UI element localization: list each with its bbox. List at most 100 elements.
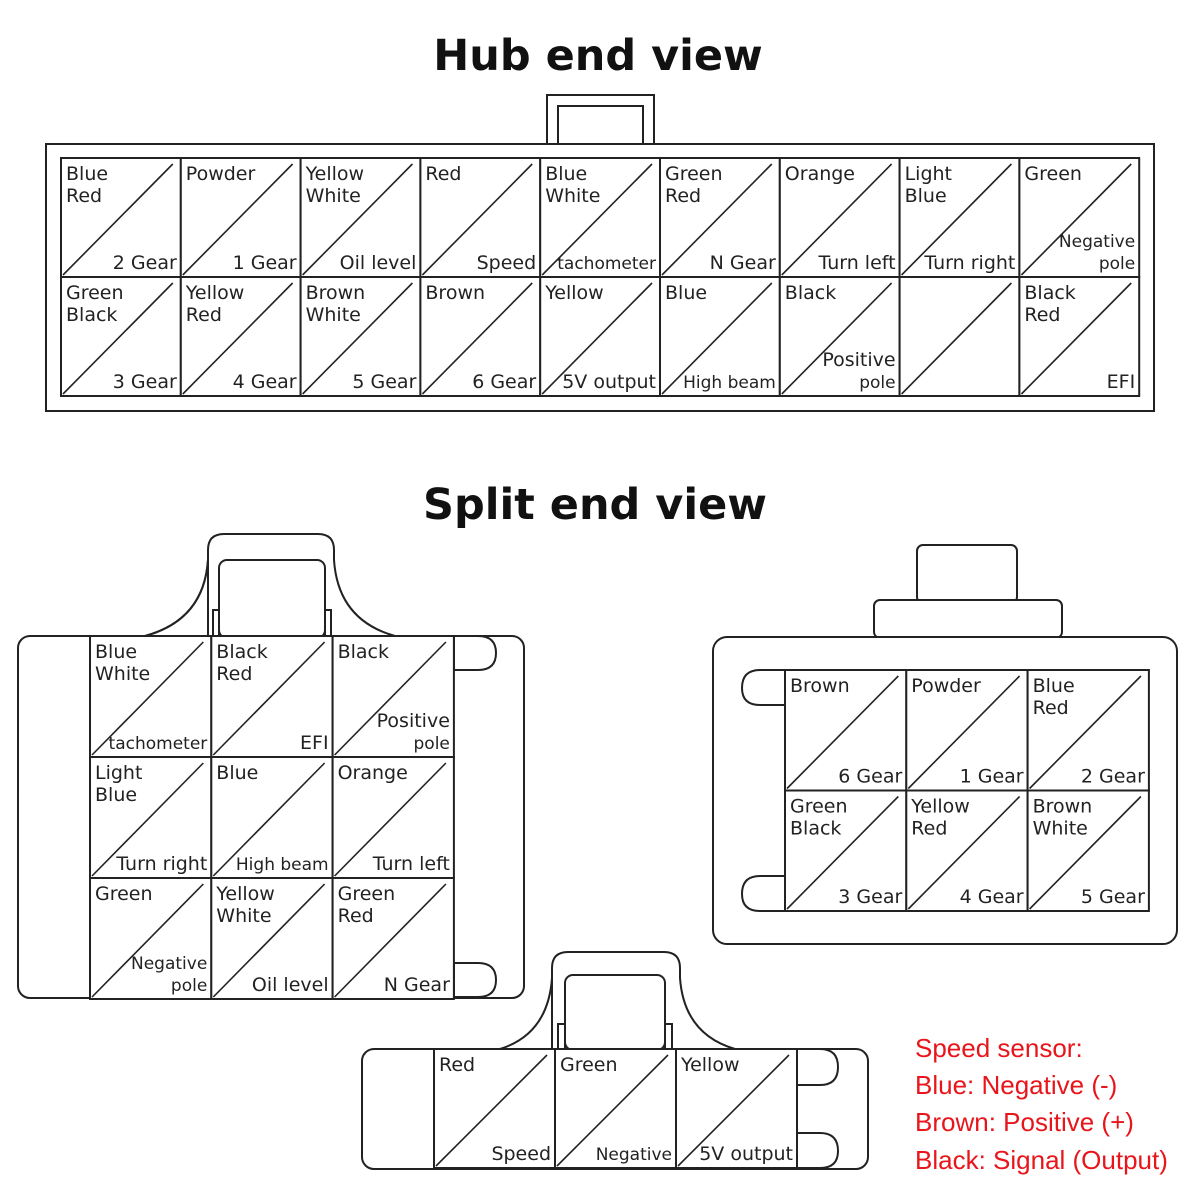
- wire-color-label: Red: [665, 185, 701, 207]
- bottom-latch-post-left: [557, 1023, 566, 1051]
- pin-divider-line: [1029, 795, 1142, 910]
- pin-function-label: Speed: [477, 252, 537, 274]
- bottom-key-top: [796, 1048, 840, 1086]
- pin-divider-line: [91, 883, 204, 998]
- pin-divider-line: [334, 641, 447, 756]
- pin-divider-line: [302, 163, 413, 276]
- pin-function-label: 6 Gear: [472, 371, 536, 393]
- wire-color-label: Red: [66, 185, 102, 207]
- pin-function-label: 5 Gear: [352, 371, 416, 393]
- wire-color-label: Brown: [790, 675, 850, 697]
- wire-color-label: Brown: [306, 282, 366, 304]
- pin-function-label: 3 Gear: [838, 886, 902, 908]
- wire-color-label: Blue: [905, 185, 947, 207]
- pin-function-label: 2 Gear: [1081, 766, 1145, 788]
- wire-color-label: Light: [95, 762, 142, 784]
- bottom-key-bottom: [796, 1132, 840, 1169]
- wire-color-label: Orange: [785, 163, 855, 185]
- pin-function-label: Negative: [596, 1145, 672, 1165]
- speed-sensor-black: Black: Signal (Output): [915, 1145, 1168, 1175]
- pin-function-label: pole: [414, 734, 450, 754]
- pin-divider-line: [182, 163, 294, 276]
- wire-color-label: Yellow: [305, 163, 365, 185]
- wire-color-label: White: [306, 185, 361, 207]
- hub-latch-inner: [557, 105, 644, 147]
- pin-function-label: 5V output: [699, 1143, 793, 1165]
- pin-divider-line: [786, 675, 899, 790]
- right-latch-base: [873, 599, 1063, 639]
- speed-sensor-brown: Brown: Positive (+): [915, 1107, 1134, 1137]
- wire-color-label: Black: [338, 641, 389, 663]
- wire-color-label: Yellow: [185, 282, 245, 304]
- wire-color-label: Red: [1033, 697, 1069, 719]
- wire-color-label: Blue: [1033, 675, 1075, 697]
- pin-function-label: tachometer: [109, 734, 208, 754]
- bottom-latch-inner: [564, 974, 666, 1051]
- pin-function-label: Oil level: [340, 252, 417, 274]
- wire-color-label: Powder: [186, 163, 256, 185]
- wire-color-label: Green: [95, 883, 153, 905]
- pin-cell: [898, 276, 1021, 397]
- pin-function-label: 4 Gear: [960, 886, 1024, 908]
- pin-divider-line: [212, 762, 326, 877]
- pin-divider-line: [556, 1054, 669, 1167]
- pin-function-label: 3 Gear: [113, 371, 177, 393]
- pin-function-label: High beam: [236, 855, 329, 875]
- wire-color-label: Orange: [338, 762, 408, 784]
- split-end-view-title: Split end view: [423, 480, 767, 530]
- pin-divider-line: [677, 1054, 790, 1167]
- pin-divider-line: [907, 675, 1021, 790]
- pin-function-label: Turn left: [372, 853, 450, 875]
- wire-color-label: Red: [216, 663, 252, 685]
- wire-color-label: White: [95, 663, 150, 685]
- split-left-connector: BlueWhitetachometerBlackRedEFIBlackPosit…: [17, 533, 525, 1000]
- left-latch-inner: [218, 559, 326, 639]
- pin-divider-line: [781, 282, 893, 395]
- wire-color-label: Black: [785, 282, 836, 304]
- pin-function-label: EFI: [1107, 371, 1136, 393]
- wire-color-label: Red: [338, 905, 374, 927]
- wire-color-label: Blue: [216, 762, 258, 784]
- hub-end-view-title: Hub end view: [433, 31, 763, 81]
- pin-divider-line: [1020, 163, 1132, 276]
- wire-color-label: White: [216, 905, 271, 927]
- wire-color-label: Yellow: [215, 883, 274, 905]
- pin-function-label: N Gear: [384, 974, 450, 996]
- speed-sensor-heading: Speed sensor:: [915, 1033, 1083, 1063]
- pin-divider-line: [91, 762, 204, 877]
- left-latch-post-left: [212, 609, 220, 637]
- wire-color-label: Red: [1024, 304, 1060, 326]
- speed-sensor-note: Speed sensor: Blue: Negative (-) Brown: …: [915, 1033, 1168, 1175]
- pin-function-label: 4 Gear: [233, 371, 297, 393]
- wire-color-label: Red: [425, 163, 461, 185]
- wire-color-label: Black: [216, 641, 267, 663]
- right-latch-top: [916, 544, 1018, 604]
- pin-divider-line: [334, 762, 447, 877]
- pin-function-label: Negative: [131, 954, 207, 974]
- wire-color-label: Powder: [911, 675, 981, 697]
- pin-divider-line: [91, 641, 204, 756]
- wire-color-label: Black: [66, 304, 117, 326]
- left-key-top: [453, 635, 498, 671]
- pin-divider-line: [62, 163, 174, 276]
- pin-divider-line: [334, 883, 447, 998]
